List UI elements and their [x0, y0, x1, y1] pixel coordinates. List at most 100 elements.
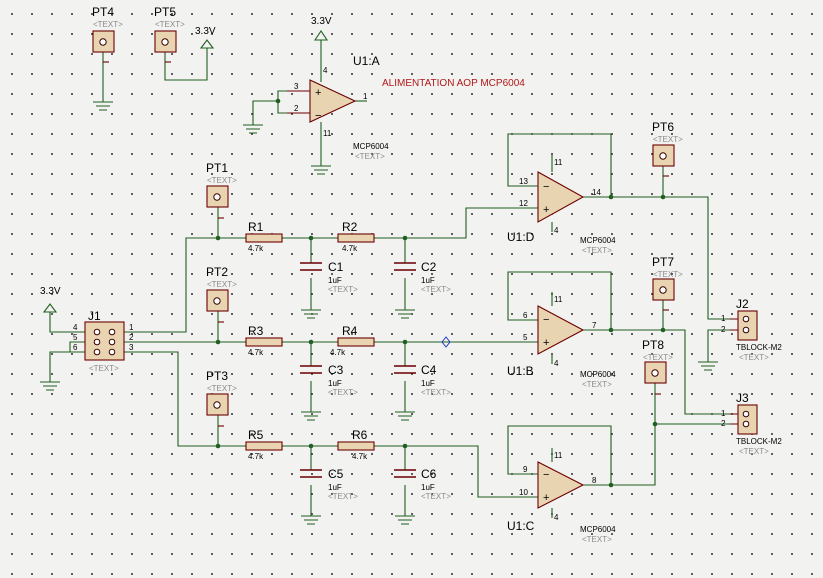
opamp-triangle[interactable]	[309, 79, 357, 123]
junction-dot	[652, 421, 658, 427]
component-ref: R2	[342, 220, 358, 234]
component-ref: C4	[421, 363, 437, 377]
ground-symbol-u1a-vss[interactable]	[311, 165, 331, 175]
capacitor-c3[interactable]: C3 1uF <TEXT>	[300, 363, 358, 397]
connector-body[interactable]	[84, 321, 125, 361]
capacitor-c4[interactable]: C4 1uF <TEXT>	[394, 363, 451, 397]
minus-sign: −	[543, 314, 549, 326]
supply-3v3-j1[interactable]: 3.3V	[40, 286, 61, 313]
resistor-r4[interactable]: R4 4.7k	[330, 324, 375, 357]
ground-symbol-j2[interactable]	[698, 361, 718, 371]
capacitor-c5[interactable]: C5 1uF <TEXT>	[300, 467, 358, 501]
test-point-pt3[interactable]: PT3 <TEXT>	[206, 369, 237, 427]
test-point-pt5[interactable]: PT5 <TEXT>	[154, 5, 185, 63]
test-point-label: PT2	[206, 265, 228, 279]
text-placeholder: <TEXT>	[155, 20, 185, 29]
resistor-r1[interactable]: R1 4.7k	[245, 220, 283, 253]
capacitor-c6[interactable]: C6 1uF <TEXT>	[394, 467, 451, 501]
wire-pt5	[164, 48, 208, 81]
ground-symbol-c2[interactable]	[395, 309, 415, 319]
test-point-pt2[interactable]: PT2 <TEXT>	[206, 265, 237, 323]
connector-leads	[730, 413, 738, 425]
ground-symbol-c5[interactable]	[301, 515, 321, 525]
wire-j1-left-3v3	[49, 312, 85, 333]
junction-dot	[402, 339, 408, 345]
opamp-triangle[interactable]	[537, 305, 585, 355]
opamp-u1d[interactable]: − + 13 12 14 11 4 U1:D MCP6004 <TEXT>	[507, 158, 616, 255]
test-point-pin-icon	[659, 152, 667, 160]
ground-symbol-c1[interactable]	[301, 309, 321, 319]
capacitor-plates[interactable]	[300, 365, 322, 374]
resistor-body[interactable]	[245, 233, 283, 243]
connector-pin-icon	[108, 338, 116, 346]
junction-dot	[660, 194, 666, 200]
resistor-r2[interactable]: R2 4.7k	[337, 220, 375, 253]
resistor-r5[interactable]: R5 4.7k	[245, 428, 283, 461]
pin-number: 5	[73, 333, 78, 342]
component-ref: U1:B	[507, 364, 534, 378]
supply-3v3-top[interactable]: 3.3V	[311, 16, 332, 41]
pin-number: 8	[592, 476, 597, 485]
opamp-triangle[interactable]	[537, 171, 585, 223]
junction-dot	[215, 235, 221, 241]
opamp-triangle[interactable]	[537, 461, 585, 509]
capacitor-plates[interactable]	[394, 469, 416, 478]
opamp-u1c[interactable]: − + 9 10 8 11 4 U1:C MCP6004 <TEXT>	[507, 451, 616, 544]
resistor-body[interactable]	[337, 233, 375, 243]
test-point-pt4[interactable]: PT4 <TEXT>	[92, 5, 123, 63]
plus-sign: +	[543, 337, 549, 349]
supply-3v3-pt5[interactable]: 3.3V	[195, 26, 216, 49]
pin-number: 2	[294, 104, 299, 113]
connector-pin-icon	[742, 315, 750, 323]
test-point-label: PT6	[652, 120, 674, 134]
connector-j3[interactable]: J3 1 2 TBLOCK-M2 <TEXT>	[721, 391, 782, 456]
test-point-pt8[interactable]: PT8 <TEXT>	[642, 338, 673, 395]
component-part: TBLOCK-M2	[736, 343, 782, 352]
ground-symbol-j1[interactable]	[40, 381, 60, 391]
test-point-pt1[interactable]: PT1 <TEXT>	[206, 161, 237, 219]
resistor-r6[interactable]: R6 4.7k	[337, 428, 375, 461]
capacitor-plates[interactable]	[394, 262, 416, 271]
wire-probe-marker-icon[interactable]	[441, 336, 451, 348]
connector-j2[interactable]: J2 1 2 TBLOCK-M2 <TEXT>	[721, 297, 782, 362]
resistor-body[interactable]	[337, 337, 375, 347]
connector-body[interactable]	[737, 404, 758, 435]
test-point-label: PT7	[652, 255, 674, 269]
resistor-body[interactable]	[245, 441, 283, 451]
component-value: 4.7k	[248, 348, 264, 357]
opamp-u1b[interactable]: − + 6 5 7 11 4 U1:B MCP6004 <TEXT>	[507, 295, 616, 389]
capacitor-c2[interactable]: C2 1uF <TEXT>	[394, 260, 451, 294]
supply-label: 3.3V	[311, 16, 332, 27]
text-placeholder: <TEXT>	[653, 270, 683, 279]
text-placeholder: <TEXT>	[328, 285, 358, 294]
ground-symbol-pt4[interactable]	[93, 101, 113, 111]
resistor-r3[interactable]: R3 4.7k	[245, 324, 283, 357]
component-ref: U1:D	[507, 230, 535, 244]
connector-j1[interactable]: J1 1 2 3 4 5 6 <TEXT>	[73, 309, 134, 373]
capacitor-plates[interactable]	[394, 365, 416, 374]
pin-number: 6	[523, 311, 528, 320]
test-point-pt6[interactable]: PT6 <TEXT>	[652, 120, 683, 177]
text-placeholder: <TEXT>	[739, 353, 769, 362]
text-placeholder: <TEXT>	[582, 246, 612, 255]
test-point-pt7[interactable]: PT7 <TEXT>	[652, 255, 683, 311]
resistor-body[interactable]	[337, 441, 375, 451]
minus-sign: −	[543, 181, 549, 193]
pin-number: 5	[523, 333, 528, 342]
pin-number: 4	[554, 226, 559, 235]
pin-number: 7	[592, 321, 597, 330]
test-point-label: PT5	[154, 5, 176, 19]
component-ref: C5	[328, 467, 344, 481]
connector-body[interactable]	[737, 310, 758, 341]
test-point-label: PT3	[206, 369, 228, 383]
capacitor-plates[interactable]	[300, 469, 322, 478]
resistor-body[interactable]	[245, 337, 283, 347]
ground-symbol-c6[interactable]	[395, 515, 415, 525]
capacitor-c1[interactable]: C1 1uF <TEXT>	[300, 260, 358, 294]
ground-symbol-c3[interactable]	[301, 411, 321, 421]
capacitor-plates[interactable]	[300, 262, 322, 271]
ground-symbol-u1a-in[interactable]	[243, 124, 263, 134]
opamp-u1a[interactable]: + − 3 2 1 4 11 U1:A MCP6004 <TEXT>	[287, 54, 389, 161]
ground-symbol-c4[interactable]	[395, 411, 415, 421]
